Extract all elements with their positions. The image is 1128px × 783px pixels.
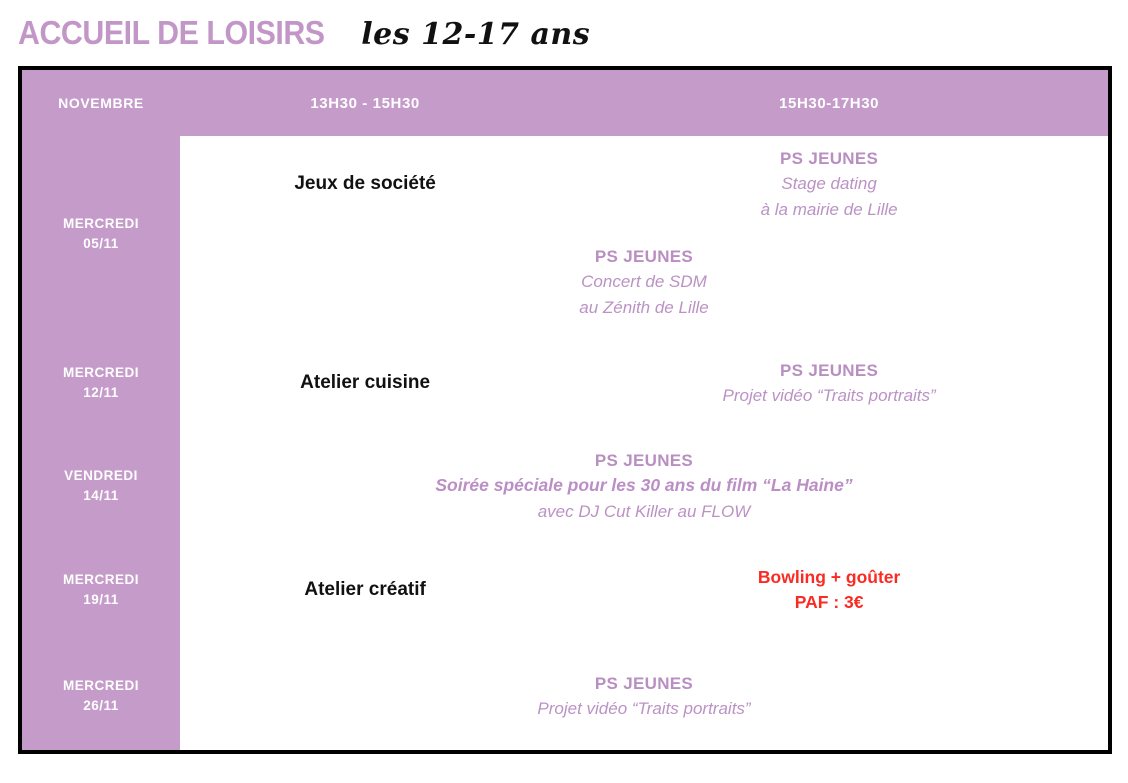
ps-jeunes-line: Concert de SDM	[581, 272, 707, 292]
activity-cell-3-slot2: Bowling + goûter PAF : 3€	[550, 538, 1108, 642]
table-row: MERCREDI 05/11 Jeux de société PS JEUNES…	[22, 136, 1108, 332]
ps-jeunes-line: Stage dating	[781, 174, 877, 194]
activity-cell-0-merged: PS JEUNES Concert de SDM au Zénith de Li…	[180, 232, 1108, 332]
ps-jeunes-title: PS JEUNES	[780, 360, 879, 380]
paf-line: Bowling + goûter	[757, 566, 901, 587]
date-number: 19/11	[83, 592, 119, 607]
schedule-table: NOVEMBRE 13H30 - 15H30 15H30-17H30 MERCR…	[18, 66, 1112, 754]
table-row: MERCREDI 26/11 PS JEUNES Projet vidéo “T…	[22, 642, 1108, 750]
table-row: MERCREDI 12/11 Atelier cuisine PS JEUNES…	[22, 332, 1108, 434]
ps-jeunes-title: PS JEUNES	[594, 673, 694, 693]
date-cell-1: MERCREDI 12/11	[22, 332, 180, 434]
date-day: VENDREDI	[64, 467, 138, 483]
date-number: 12/11	[83, 385, 119, 400]
ps-jeunes-line: à la mairie de Lille	[760, 199, 898, 219]
activity-cell-2-merged: PS JEUNES Soirée spéciale pour les 30 an…	[180, 434, 1108, 538]
column-header-month: NOVEMBRE	[22, 70, 180, 136]
date-cell-0: MERCREDI 05/11	[22, 136, 180, 332]
table-header-row: NOVEMBRE 13H30 - 15H30 15H30-17H30	[22, 70, 1108, 136]
activity-cell-1-slot2: PS JEUNES Projet vidéo “Traits portraits…	[550, 332, 1108, 434]
date-cell-2: VENDREDI 14/11	[22, 434, 180, 538]
activity-cell-0-slot1: Jeux de société	[294, 173, 436, 194]
activity-cell-1-slot1: Atelier cuisine	[300, 372, 431, 393]
page-title-script: les 12-17 ans	[361, 17, 591, 52]
ps-jeunes-highlight-line: Soirée spéciale pour les 30 ans du film …	[435, 475, 853, 496]
date-number: 05/11	[83, 236, 119, 251]
ps-jeunes-line: Projet vidéo “Traits portraits”	[722, 386, 936, 405]
activity-cell-3-slot1: Atelier créatif	[304, 579, 426, 600]
ps-jeunes-block: PS JEUNES Soirée spéciale pour les 30 an…	[180, 448, 1108, 524]
ps-jeunes-title: PS JEUNES	[594, 450, 694, 470]
date-number: 26/11	[83, 698, 119, 713]
paf-block: Bowling + goûter PAF : 3€	[550, 565, 1108, 616]
column-header-slot2: 15H30-17H30	[550, 70, 1108, 136]
date-day: MERCREDI	[62, 364, 139, 380]
ps-jeunes-line: au Zénith de Lille	[579, 297, 709, 317]
ps-jeunes-line: Projet vidéo “Traits portraits”	[537, 699, 751, 718]
ps-jeunes-title: PS JEUNES	[594, 247, 694, 267]
activity-cell-4-merged: PS JEUNES Projet vidéo “Traits portraits…	[180, 642, 1108, 750]
paf-line: PAF : 3€	[794, 592, 864, 612]
ps-jeunes-block: PS JEUNES Projet vidéo “Traits portraits…	[550, 358, 1108, 408]
activity-cell-0-slot2: PS JEUNES Stage dating à la mairie de Li…	[550, 136, 1108, 232]
ps-jeunes-block: PS JEUNES Projet vidéo “Traits portraits…	[180, 671, 1108, 721]
date-cell-3: MERCREDI 19/11	[22, 538, 180, 642]
page-title-main: ACCUEIL DE LOISIRS	[18, 14, 325, 51]
ps-jeunes-line: avec DJ Cut Killer au FLOW	[537, 501, 751, 521]
date-day: MERCREDI	[62, 571, 139, 587]
table-row: PS JEUNES Concert de SDM au Zénith de Li…	[22, 232, 1108, 332]
table-row: VENDREDI 14/11 PS JEUNES Soirée spéciale…	[22, 434, 1108, 538]
column-header-slot1: 13H30 - 15H30	[180, 70, 551, 136]
date-day: MERCREDI	[62, 677, 139, 693]
ps-jeunes-title: PS JEUNES	[780, 149, 879, 169]
page-title: ACCUEIL DE LOISIRS les 12-17 ans	[18, 14, 590, 52]
date-number: 14/11	[83, 488, 119, 503]
ps-jeunes-block: PS JEUNES Concert de SDM au Zénith de Li…	[180, 244, 1108, 319]
ps-jeunes-block: PS JEUNES Stage dating à la mairie de Li…	[550, 146, 1108, 221]
table-row: MERCREDI 19/11 Atelier créatif Bowling +…	[22, 538, 1108, 642]
date-day: MERCREDI	[62, 215, 139, 231]
date-cell-4: MERCREDI 26/11	[22, 642, 180, 750]
